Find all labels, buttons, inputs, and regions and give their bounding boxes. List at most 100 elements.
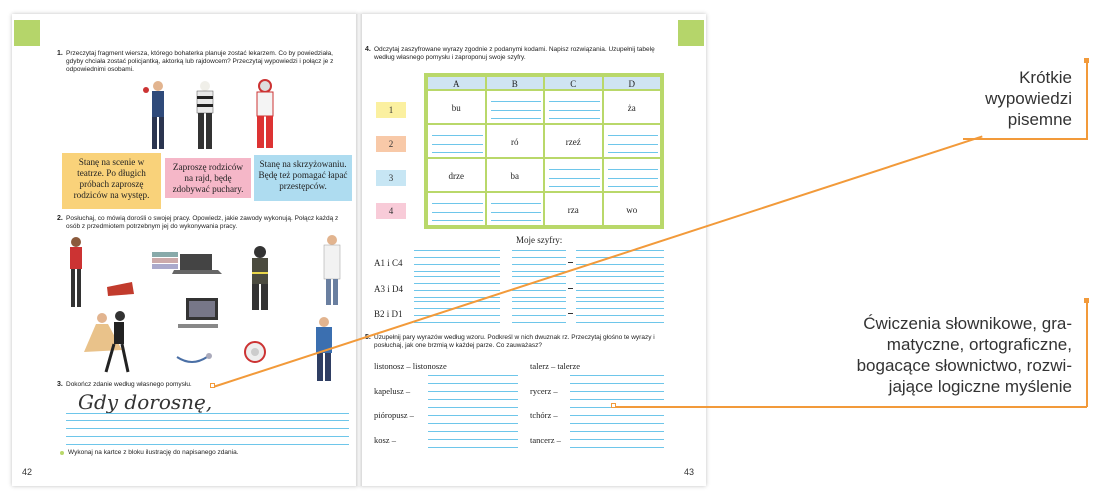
ex5-answer-line[interactable]	[570, 383, 664, 384]
cipher-answer-line[interactable]	[414, 276, 500, 277]
ex3-number: 3.	[57, 381, 63, 388]
cipher-blank-cell[interactable]	[602, 158, 661, 192]
cipher-answer-line[interactable]	[512, 301, 566, 302]
cipher-answer-line[interactable]	[576, 271, 664, 272]
cipher-answer-line[interactable]	[576, 290, 664, 291]
cipher-answer-line[interactable]	[414, 264, 500, 265]
cipher-answer-line[interactable]	[414, 322, 500, 323]
column-header-a: A	[427, 76, 486, 90]
policewoman-figure	[143, 81, 164, 149]
cipher-blank-cell[interactable]	[485, 90, 544, 124]
cipher-blank-cell[interactable]	[544, 158, 603, 192]
ex3-writing-line[interactable]	[66, 428, 349, 429]
ex5-answer-line[interactable]	[570, 423, 664, 424]
ex4-number: 4.	[365, 46, 371, 53]
cipher-answer-line[interactable]	[512, 308, 566, 309]
writing-line	[549, 169, 600, 170]
ex5-answer-line[interactable]	[428, 399, 518, 400]
callout-bottom-line-3: bogacące słownictwo, rozwi-	[856, 356, 1072, 375]
ex5-right-word-2: rycerz –	[530, 386, 558, 396]
ex5-answer-line[interactable]	[570, 439, 664, 440]
ex5-answer-line[interactable]	[428, 423, 518, 424]
cipher-blank-cell[interactable]	[427, 192, 486, 226]
cipher-answer-line[interactable]	[512, 257, 566, 258]
cipher-cell: drze	[427, 158, 486, 192]
cipher-answer-line[interactable]	[576, 301, 664, 302]
ex3-writing-line[interactable]	[66, 420, 349, 421]
ex3-writing-line[interactable]	[66, 436, 349, 437]
ex5-answer-line[interactable]	[428, 447, 518, 448]
cipher-answer-line[interactable]	[512, 297, 566, 298]
cipher-answer-line[interactable]	[512, 250, 566, 251]
writing-line	[607, 186, 658, 187]
books-laptop-icon	[152, 252, 222, 274]
ex4-instruction: Odczytaj zaszyfrowane wyrazy zgodnie z p…	[374, 46, 655, 61]
cipher-answer-line[interactable]	[414, 290, 500, 291]
callout-bottom-target-marker	[611, 403, 616, 408]
cipher-blank-cell[interactable]	[544, 90, 603, 124]
cipher-answer-line[interactable]	[414, 308, 500, 309]
cipher-answer-line[interactable]	[414, 297, 500, 298]
writing-line	[549, 178, 600, 179]
callout-top-target-marker	[210, 383, 215, 388]
cipher-answer-line[interactable]	[512, 315, 566, 316]
cipher-answer-line[interactable]	[576, 283, 664, 284]
cipher-answer-line[interactable]	[414, 283, 500, 284]
writing-line	[490, 212, 541, 213]
cipher-blank-cell[interactable]	[427, 124, 486, 158]
callout-top: Krótkie wypowiedzi pisemne	[940, 67, 1072, 130]
ex5-answer-line[interactable]	[570, 447, 664, 448]
cipher-answer-line[interactable]	[576, 297, 664, 298]
cipher-answer-line[interactable]	[414, 315, 500, 316]
ex3-writing-line[interactable]	[66, 444, 349, 445]
bubble-police-text: Stanę na skrzyżowaniu. Będę też pomagać …	[258, 159, 348, 191]
cipher-answer-line[interactable]	[512, 264, 566, 265]
callout-top-horizontal	[963, 138, 1088, 140]
ex5-answer-line[interactable]	[570, 415, 664, 416]
cipher-answer-line[interactable]	[414, 271, 500, 272]
cipher-answer-line[interactable]	[576, 322, 664, 323]
cipher-blank-cell[interactable]	[485, 192, 544, 226]
doctor-figure	[323, 235, 341, 305]
cipher-answer-line[interactable]	[576, 308, 664, 309]
cipher-answer-line[interactable]	[512, 283, 566, 284]
ex5-answer-line[interactable]	[428, 415, 518, 416]
writing-line	[432, 212, 483, 213]
cipher-answer-line[interactable]	[576, 264, 664, 265]
cipher-answer-line[interactable]	[512, 276, 566, 277]
right-page-tab	[678, 20, 704, 46]
cipher-answer-line[interactable]	[414, 257, 500, 258]
ex5-answer-line[interactable]	[428, 383, 518, 384]
cipher-cell: ża	[602, 90, 661, 124]
cipher-answer-line[interactable]	[512, 322, 566, 323]
cipher-answer-line[interactable]	[576, 315, 664, 316]
bubble-police: Stanę na skrzyżowaniu. Będę też pomagać …	[254, 155, 352, 201]
cipher-answer-line[interactable]	[512, 290, 566, 291]
ex5-answer-line[interactable]	[570, 431, 664, 432]
cipher-answer-line[interactable]	[414, 250, 500, 251]
cipher-answer-line[interactable]	[576, 257, 664, 258]
page-number-left: 42	[22, 467, 33, 477]
cipher-answer-line[interactable]	[512, 271, 566, 272]
cipher-answer-line[interactable]	[414, 301, 500, 302]
ex5-answer-line[interactable]	[428, 407, 518, 408]
ex5-left-word-1: listonosz – listonosze	[374, 361, 447, 371]
ex5-answer-line[interactable]	[570, 399, 664, 400]
cipher-blank-cell[interactable]	[602, 124, 661, 158]
ex3-writing-line[interactable]	[66, 413, 349, 414]
ex5-answer-line[interactable]	[570, 407, 664, 408]
ex5-answer-line[interactable]	[570, 375, 664, 376]
cipher-code-1: A1 i C4	[374, 258, 403, 268]
writing-line	[432, 203, 483, 204]
cipher-answer-line[interactable]	[576, 276, 664, 277]
bubble-actress: Stanę na scenie w teatrze. Po długich pr…	[62, 153, 161, 209]
ex5-left-word-3: pióropusz –	[374, 410, 414, 420]
cipher-answer-line[interactable]	[576, 250, 664, 251]
ex5-answer-line[interactable]	[428, 439, 518, 440]
callout-bottom-horizontal	[614, 406, 1087, 408]
ex5-answer-line[interactable]	[570, 391, 664, 392]
ex5-answer-line[interactable]	[428, 391, 518, 392]
ex5-answer-line[interactable]	[428, 375, 518, 376]
ex5-answer-line[interactable]	[428, 431, 518, 432]
callout-top-line-1: Krótkie	[1019, 68, 1072, 87]
